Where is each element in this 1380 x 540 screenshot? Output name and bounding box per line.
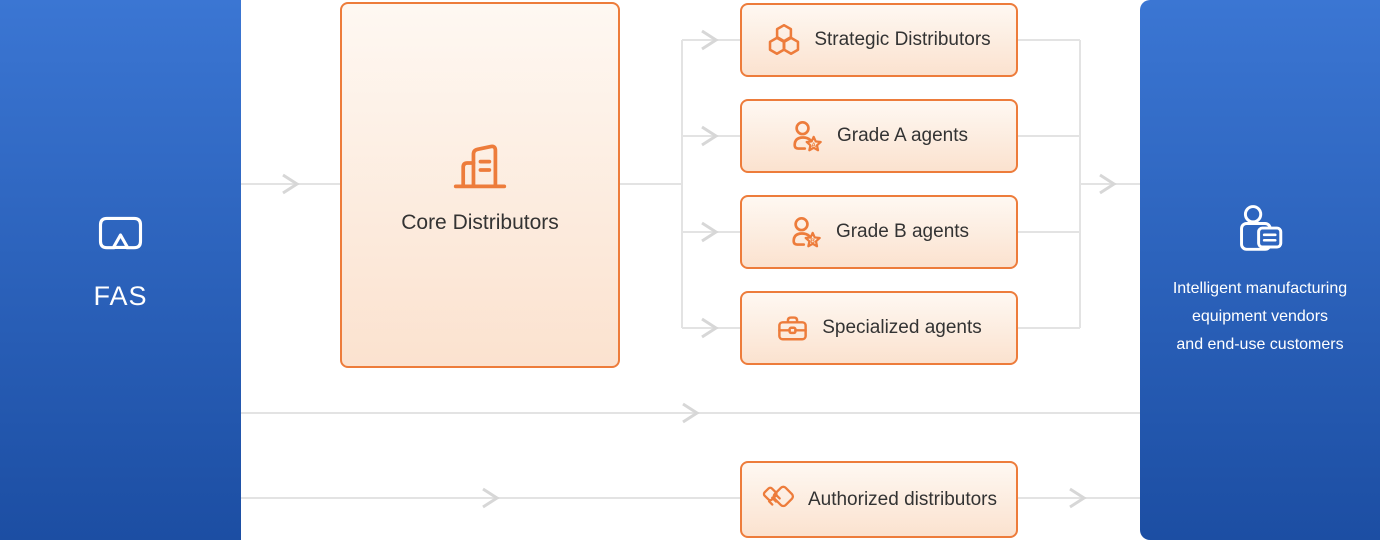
specialized-agents-box: Specialized agents — [740, 291, 1018, 365]
customers-description-line2: equipment vendors — [1191, 308, 1329, 325]
grade-b-agents-label: Grade B agents — [835, 221, 970, 242]
authorized-distributors-label: Authorized distributors — [807, 488, 998, 510]
fas-panel: FAS — [0, 0, 241, 540]
svg-text:A: A — [811, 142, 816, 149]
agent-star-b-icon: B — [792, 216, 821, 247]
svg-text:B: B — [810, 238, 815, 245]
grade-b-agents-box: B Grade B agents — [740, 195, 1018, 269]
specialized-agents-label: Specialized agents — [822, 317, 982, 338]
handshake-icon — [762, 485, 795, 507]
customers-description: Intelligent manufacturing equipment vend… — [1173, 275, 1347, 359]
briefcase-icon — [778, 315, 808, 340]
agent-star-a-icon: A — [793, 120, 822, 151]
hexagon-cluster-icon — [769, 23, 800, 55]
customer-card-icon — [1240, 205, 1283, 251]
building-icon — [453, 144, 507, 189]
authorized-distributors-box: Authorized distributors — [740, 461, 1018, 538]
customers-panel: Intelligent manufacturing equipment vend… — [1140, 0, 1380, 540]
grade-a-agents-box: A Grade A agents — [740, 99, 1018, 173]
screen-cast-icon — [98, 216, 143, 250]
arrowhead-icons — [282, 29, 1117, 509]
customers-description-line1: Intelligent manufacturing — [1172, 280, 1348, 297]
grade-a-agents-label: Grade A agents — [837, 125, 968, 146]
core-distributors-label: Core Distributors — [401, 211, 559, 234]
strategic-distributors-box: Strategic Distributors — [740, 3, 1018, 77]
strategic-distributors-label: Strategic Distributors — [814, 29, 991, 50]
customers-description-line3: and end-use customers — [1176, 336, 1344, 353]
fas-label: FAS — [93, 281, 148, 311]
core-distributors-box: Core Distributors — [340, 2, 620, 368]
